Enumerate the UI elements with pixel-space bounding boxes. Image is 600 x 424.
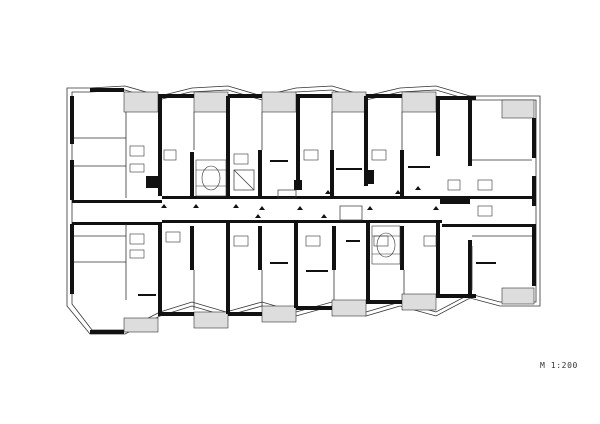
elevator-icon	[233, 169, 363, 221]
scale-label: M 1:200	[540, 361, 578, 370]
kitchen-counter-icon	[138, 160, 496, 296]
balcony-top-3	[261, 91, 297, 113]
bathroom-fixture-icon	[129, 145, 493, 259]
staircase-icon	[195, 159, 401, 265]
balcony-top-2	[193, 91, 229, 113]
balcony-bottom-6	[501, 287, 535, 305]
balcony-top-1	[123, 91, 159, 113]
balconies	[123, 91, 535, 333]
balcony-bottom-3	[261, 305, 297, 323]
balcony-bottom-1	[123, 317, 159, 333]
balcony-top-6	[501, 99, 535, 119]
walls	[70, 88, 536, 334]
door-marker-icon	[161, 186, 439, 218]
balcony-bottom-5	[401, 293, 437, 311]
balcony-bottom-2	[193, 311, 229, 329]
balcony-bottom-4	[331, 299, 367, 317]
partitions	[74, 112, 532, 310]
balcony-top-5	[401, 91, 437, 113]
balcony-top-4	[331, 91, 367, 113]
